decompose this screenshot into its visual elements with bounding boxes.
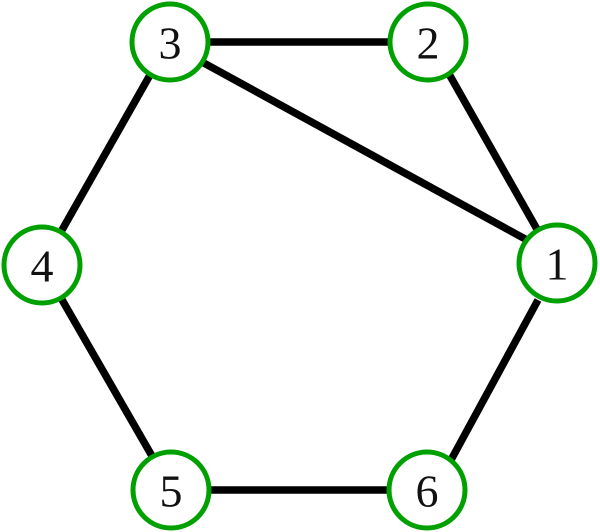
graph-node-circle-6[interactable]: [386, 449, 468, 531]
graph-node-circle-5[interactable]: [130, 449, 212, 531]
graph-node-label-4: 4: [31, 241, 54, 292]
graph-node-4[interactable]: 4: [1, 224, 83, 306]
graph-node-1[interactable]: 1: [516, 222, 598, 304]
graph-node-label-1: 1: [546, 239, 569, 290]
graph-edge-6-1: [447, 298, 542, 462]
graph-edge-3-4: [58, 73, 154, 232]
graph-node-circle-4[interactable]: [1, 224, 83, 306]
graph-node-label-2: 2: [417, 18, 440, 69]
graph-edge-4-5: [57, 296, 156, 458]
graph-node-6[interactable]: 6: [386, 449, 468, 531]
graph-node-2[interactable]: 2: [387, 1, 469, 83]
graph-node-label-5: 5: [160, 466, 183, 517]
graph-node-circle-3[interactable]: [129, 1, 211, 83]
graph-node-label-3: 3: [159, 18, 182, 69]
graph-edge-2-1: [445, 72, 542, 233]
graph-node-5[interactable]: 5: [130, 449, 212, 531]
graph-node-circle-2[interactable]: [387, 1, 469, 83]
graph-node-label-6: 6: [416, 466, 439, 517]
graph-node-3[interactable]: 3: [129, 1, 211, 83]
graph-edge-3-1: [200, 58, 529, 244]
graph-node-circle-1[interactable]: [516, 222, 598, 304]
edge-layer: [57, 38, 542, 494]
